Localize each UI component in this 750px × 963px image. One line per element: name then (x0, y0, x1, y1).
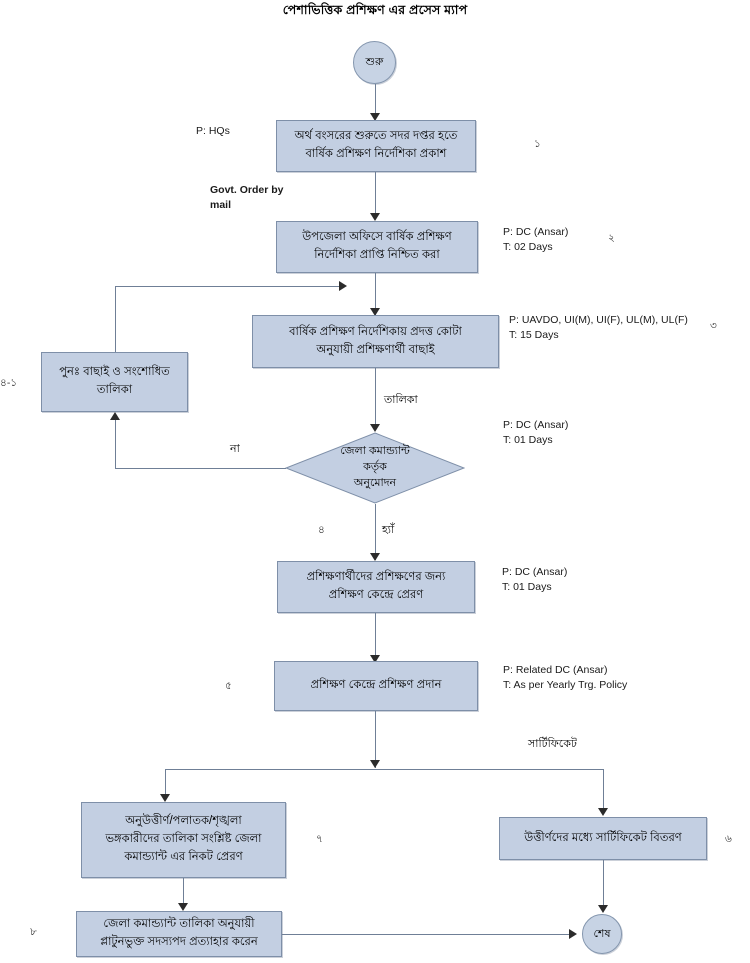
node-end-label: শেষ (593, 927, 611, 940)
node-start[interactable]: শুরু (353, 41, 396, 84)
node-certificate-distribution[interactable]: উত্তীর্ণদের মধ্যে সার্টিফিকেট বিতরণ (499, 817, 707, 860)
node-provide-training[interactable]: প্রশিক্ষণ কেন্দ্রে প্রশিক্ষণ প্রদান (274, 661, 478, 711)
node-send-to-center-label: প্রশিক্ষণার্থীদের প্রশিক্ষণের জন্য প্রশি… (306, 571, 446, 601)
step-number-7: ৭ (316, 833, 323, 845)
annotation-dc-ansar-01days-send: P: DC (Ansar) T: 01 Days (502, 566, 568, 593)
node-step1[interactable]: অর্থ বংসরের শুরুতে সদর দপ্তর হতে বার্ষিক… (276, 120, 476, 172)
connector-split-left-down (165, 769, 166, 799)
arrowhead-step6-in (370, 655, 380, 663)
node-step3[interactable]: বার্ষিক প্রশিক্ষণ নির্দেশিকায় প্রদত্ত ক… (252, 315, 499, 368)
arrowhead-end-in-top (598, 905, 608, 913)
edge-label-na: না (230, 443, 240, 455)
step-number-1: ১ (534, 138, 541, 150)
decision-label-line2: কর্তৃক (363, 461, 387, 474)
node-step1-label: অর্থ বংসরের শুরুতে সদর দপ্তর হতে বার্ষিক… (294, 130, 458, 160)
arrowhead-step2-in (370, 213, 380, 221)
node-fail-list[interactable]: অনুউত্তীর্ণ/পলাতক/শৃঙ্খলা ভঙ্গকারীদের তা… (81, 802, 286, 878)
arrowhead-rework-in (110, 412, 120, 420)
node-decision-text: জেলা কমান্ড্যান্ট কর্তৃক অনুমোদন (285, 432, 465, 504)
connector-start-to-step1 (375, 84, 376, 117)
decision-label-line1: জেলা কমান্ড্যান্ট (340, 445, 410, 458)
arrowhead-rework-merge (339, 281, 347, 291)
connector-step1-to-step2 (375, 172, 376, 218)
edge-label-talika: তালিকা (384, 394, 418, 406)
node-end[interactable]: শেষ (582, 914, 622, 954)
node-rework[interactable]: পুনঃ বাছাই ও সংশোধিত তালিকা (41, 352, 188, 412)
step-number-4: ৪ (318, 524, 325, 536)
connector-split-right-down (603, 769, 604, 813)
annotation-dc-ansar-2days: P: DC (Ansar) T: 02 Days (503, 226, 569, 253)
annotation-related-dc: P: Related DC (Ansar) T: As per Yearly T… (503, 664, 628, 691)
connector-no-up-to-rework (115, 420, 116, 468)
arrowhead-step1-in (370, 113, 380, 121)
node-provide-training-label: প্রশিক্ষণ কেন্দ্রে প্রশিক্ষণ প্রদান (310, 679, 442, 692)
decision-label-line3: অনুমোদন (353, 476, 397, 489)
node-decision-approval[interactable]: জেলা কমান্ড্যান্ট কর্তৃক অনুমোদন (285, 432, 465, 504)
connector-split-bar (165, 769, 604, 770)
arrowhead-withdraw-in (178, 903, 188, 911)
arrowhead-fail-list-in (160, 794, 170, 802)
connector-decision-no (115, 468, 286, 469)
step-number-8: ৮ (30, 926, 37, 938)
node-fail-list-label: অনুউত্তীর্ণ/পলাতক/শৃঙ্খলা ভঙ্গকারীদের তা… (105, 815, 262, 863)
arrowhead-step3-in (370, 308, 380, 316)
step-number-3: ৩ (710, 320, 717, 332)
connector-decision-yes (375, 504, 376, 560)
edge-label-hyan: হ্যাঁ (382, 524, 395, 536)
connector-certificate-to-end (603, 860, 604, 910)
connector-step5-to-step6 (375, 613, 376, 661)
node-step3-label: বার্ষিক প্রশিক্ষণ নির্দেশিকায় প্রদত্ত ক… (289, 325, 462, 356)
connector-rework-right (115, 286, 345, 287)
node-step2[interactable]: উপজেলা অফিসে বার্ষিক প্রশিক্ষণ নির্দেশিক… (276, 221, 478, 273)
node-step2-label: উপজেলা অফিসে বার্ষিক প্রশিক্ষণ নির্দেশিক… (302, 231, 452, 261)
connector-fail-to-withdraw (183, 878, 184, 907)
connector-step6-down (375, 711, 376, 768)
arrowhead-end-in-left (569, 929, 577, 939)
node-certificate-label: উত্তীর্ণদের মধ্যে সার্টিফিকেট বিতরণ (524, 831, 682, 844)
connector-step3-to-decision (375, 368, 376, 430)
step-number-6: ৬ (725, 833, 732, 845)
annotation-p-hqs: P: HQs (196, 125, 230, 137)
arrowhead-certificate-in (598, 808, 608, 816)
page-title: পেশাভিত্তিক প্রশিক্ষণ এর প্রসেস ম্যাপ (282, 3, 468, 17)
connector-withdraw-to-end (282, 934, 572, 935)
arrowhead-split-in (370, 760, 380, 768)
connector-rework-up (115, 286, 116, 360)
annotation-uavdo-15days: P: UAVDO, UI(M), UI(F), UL(M), UL(F) T: … (509, 314, 688, 341)
node-start-label: শুরু (365, 56, 384, 68)
node-withdraw-membership[interactable]: জেলা কমান্ড্যান্ট তালিকা অনুযায়ী প্লাটু… (76, 911, 282, 957)
step-number-2: ২ (608, 232, 615, 244)
arrowhead-step5-in (370, 553, 380, 561)
annotation-dc-ansar-01days-decision: P: DC (Ansar) T: 01 Days (503, 419, 569, 446)
node-withdraw-label: জেলা কমান্ড্যান্ট তালিকা অনুযায়ী প্লাটু… (100, 918, 258, 948)
annotation-govt-order: Govt. Order by mail (210, 184, 284, 211)
arrowhead-decision-in (370, 424, 380, 432)
step-number-4-1: ৪-১ (0, 377, 18, 389)
diamond-shape (285, 432, 465, 504)
node-rework-label: পুনঃ বাছাই ও সংশোধিত তালিকা (59, 366, 170, 396)
node-send-to-center[interactable]: প্রশিক্ষণার্থীদের প্রশিক্ষণের জন্য প্রশি… (277, 561, 475, 613)
edge-label-certificate: সার্টিফিকেট (528, 738, 577, 750)
connector-step2-to-step3 (375, 273, 376, 315)
step-number-5: ৫ (225, 680, 232, 692)
